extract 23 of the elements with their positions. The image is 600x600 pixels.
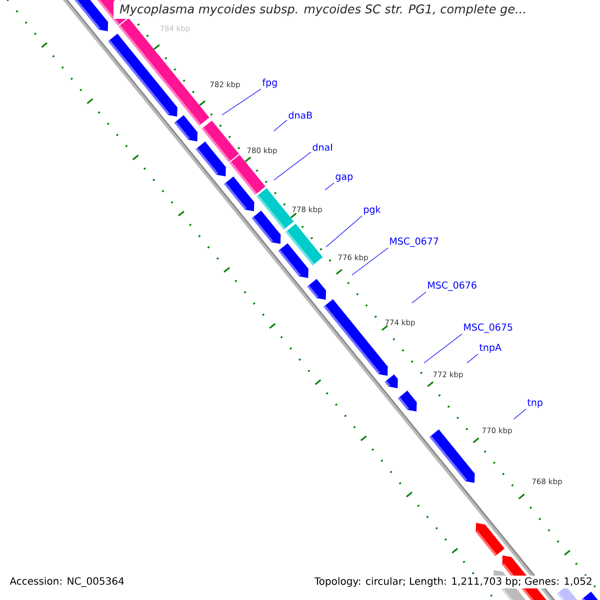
summary-text: Topology: circular; Length: 1,211,703 bp; Genes: 1,052 (312, 576, 594, 588)
leader-line (424, 334, 462, 364)
leader-line (514, 408, 526, 420)
leader-line (412, 292, 426, 304)
leader-line (274, 120, 288, 132)
leader-line (352, 248, 388, 276)
gene-label: dnaI (312, 143, 332, 151)
gene-label: MSC_0677 (390, 238, 438, 247)
gene-label: tnp (527, 399, 542, 408)
leader-line (274, 152, 312, 180)
gene-label: gap (336, 174, 353, 182)
map-title: Mycoplasma mycoides subsp. mycoides SC str. PG1, complete ge... (114, 1, 532, 19)
leader-line (324, 182, 334, 190)
leader-line (466, 354, 478, 364)
gene-label: MSC_0675 (464, 324, 512, 333)
gene-label: MSC_0676 (428, 282, 476, 291)
accession-text: Accession: NC_005364 (8, 576, 126, 588)
gene-label: dnaB (288, 111, 312, 119)
leader-line (326, 216, 362, 248)
gene-label: fpg (262, 78, 277, 88)
leader-line (222, 88, 262, 116)
gene-label: pgk (364, 206, 381, 215)
gene-label: tnpA (479, 344, 502, 353)
